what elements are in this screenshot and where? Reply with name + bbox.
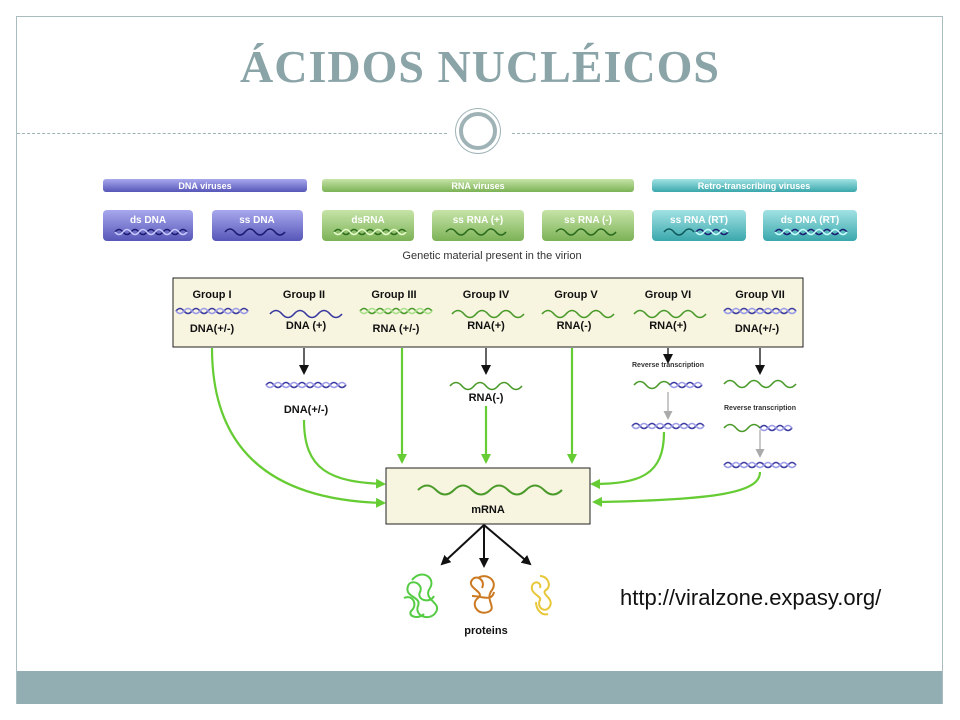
- type-tile-ssrna-minus: ss RNA (-): [542, 210, 634, 241]
- type-tile-ssrna-rt: ss RNA (RT): [652, 210, 746, 241]
- svg-text:ss DNA: ss DNA: [239, 215, 275, 226]
- type-tile-ssrna-plus: ss RNA (+): [432, 210, 524, 241]
- svg-text:Group I: Group I: [192, 289, 231, 301]
- source-url: http://viralzone.expasy.org/: [620, 585, 882, 610]
- group-7: Group VII DNA(+/-): [723, 289, 797, 335]
- category-label-rna: RNA viruses: [451, 181, 504, 191]
- svg-text:Group II: Group II: [283, 289, 325, 301]
- type-tile-ss-dna: ss DNA: [212, 210, 303, 241]
- intermediate-group6: Reverse transcription: [631, 362, 705, 430]
- footer-bar: [17, 671, 942, 704]
- svg-text:RNA(-): RNA(-): [469, 392, 504, 404]
- svg-text:ss RNA (RT): ss RNA (RT): [670, 215, 728, 226]
- type-tile-dsrna: dsRNA: [322, 210, 414, 241]
- svg-text:ss RNA (+): ss RNA (+): [453, 215, 503, 226]
- svg-text:Group V: Group V: [554, 289, 598, 301]
- svg-text:ds DNA (RT): ds DNA (RT): [781, 215, 840, 226]
- svg-text:RNA(-): RNA(-): [557, 320, 592, 332]
- group-3: Group III RNA (+/-): [359, 289, 433, 335]
- svg-text:DNA(+/-): DNA(+/-): [284, 404, 329, 416]
- type-tile-dsdna-rt: ds DNA (RT): [763, 210, 857, 241]
- group-2: Group II DNA (+): [269, 289, 343, 332]
- intermediate-group2-dsdna: DNA(+/-): [265, 381, 347, 416]
- group-6: Group VI RNA(+): [633, 289, 707, 332]
- green-arrows: [210, 347, 762, 508]
- type-tile-ds-dna: ds DNA: [103, 210, 193, 241]
- proteins-label: proteins: [464, 625, 507, 637]
- mrna-strand: [417, 484, 563, 496]
- svg-text:Group VII: Group VII: [735, 289, 785, 301]
- category-bar-retro: [652, 179, 857, 192]
- mrna-label: mRNA: [471, 504, 505, 516]
- arrow-protein-left: [440, 524, 485, 566]
- svg-text:DNA(+/-): DNA(+/-): [190, 323, 235, 335]
- group-5: Group V RNA(-): [541, 289, 615, 332]
- category-label-dna: DNA viruses: [178, 181, 231, 191]
- virion-caption: Genetic material present in the virion: [402, 250, 581, 262]
- svg-text:Reverse transcription: Reverse transcription: [724, 405, 796, 412]
- intermediate-group7: Reverse transcription: [723, 379, 797, 469]
- category-bar-rna: [322, 179, 634, 192]
- ring-ornament-icon: [459, 112, 497, 150]
- svg-text:ss RNA (-): ss RNA (-): [564, 215, 612, 226]
- svg-text:Reverse transcription: Reverse transcription: [632, 362, 704, 369]
- svg-text:ds DNA: ds DNA: [130, 215, 166, 226]
- group-4: Group IV RNA(+): [451, 289, 525, 332]
- svg-text:DNA(+/-): DNA(+/-): [735, 323, 780, 335]
- svg-text:Group III: Group III: [371, 289, 416, 301]
- slide-title: ÁCIDOS NUCLÉICOS: [240, 41, 720, 92]
- proteins-icon: [403, 573, 552, 619]
- mrna-box: [385, 467, 591, 525]
- groups-box: [172, 277, 804, 348]
- intermediate-group4-rna-minus: RNA(-): [449, 381, 523, 404]
- group-1: Group I DNA(+/-): [175, 289, 249, 335]
- svg-text:DNA (+): DNA (+): [286, 320, 327, 332]
- category-bar-dna: [103, 179, 307, 192]
- title-rule-left: [17, 133, 447, 134]
- category-label-retro: Retro-transcribing viruses: [698, 181, 811, 191]
- svg-text:Group IV: Group IV: [463, 289, 510, 301]
- svg-text:RNA(+): RNA(+): [649, 320, 687, 332]
- arrow-protein-right: [483, 524, 532, 566]
- title-rule-right: [512, 133, 942, 134]
- svg-text:RNA(+): RNA(+): [467, 320, 505, 332]
- svg-text:Group VI: Group VI: [645, 289, 691, 301]
- svg-text:RNA (+/-): RNA (+/-): [373, 323, 420, 335]
- svg-text:dsRNA: dsRNA: [351, 215, 384, 226]
